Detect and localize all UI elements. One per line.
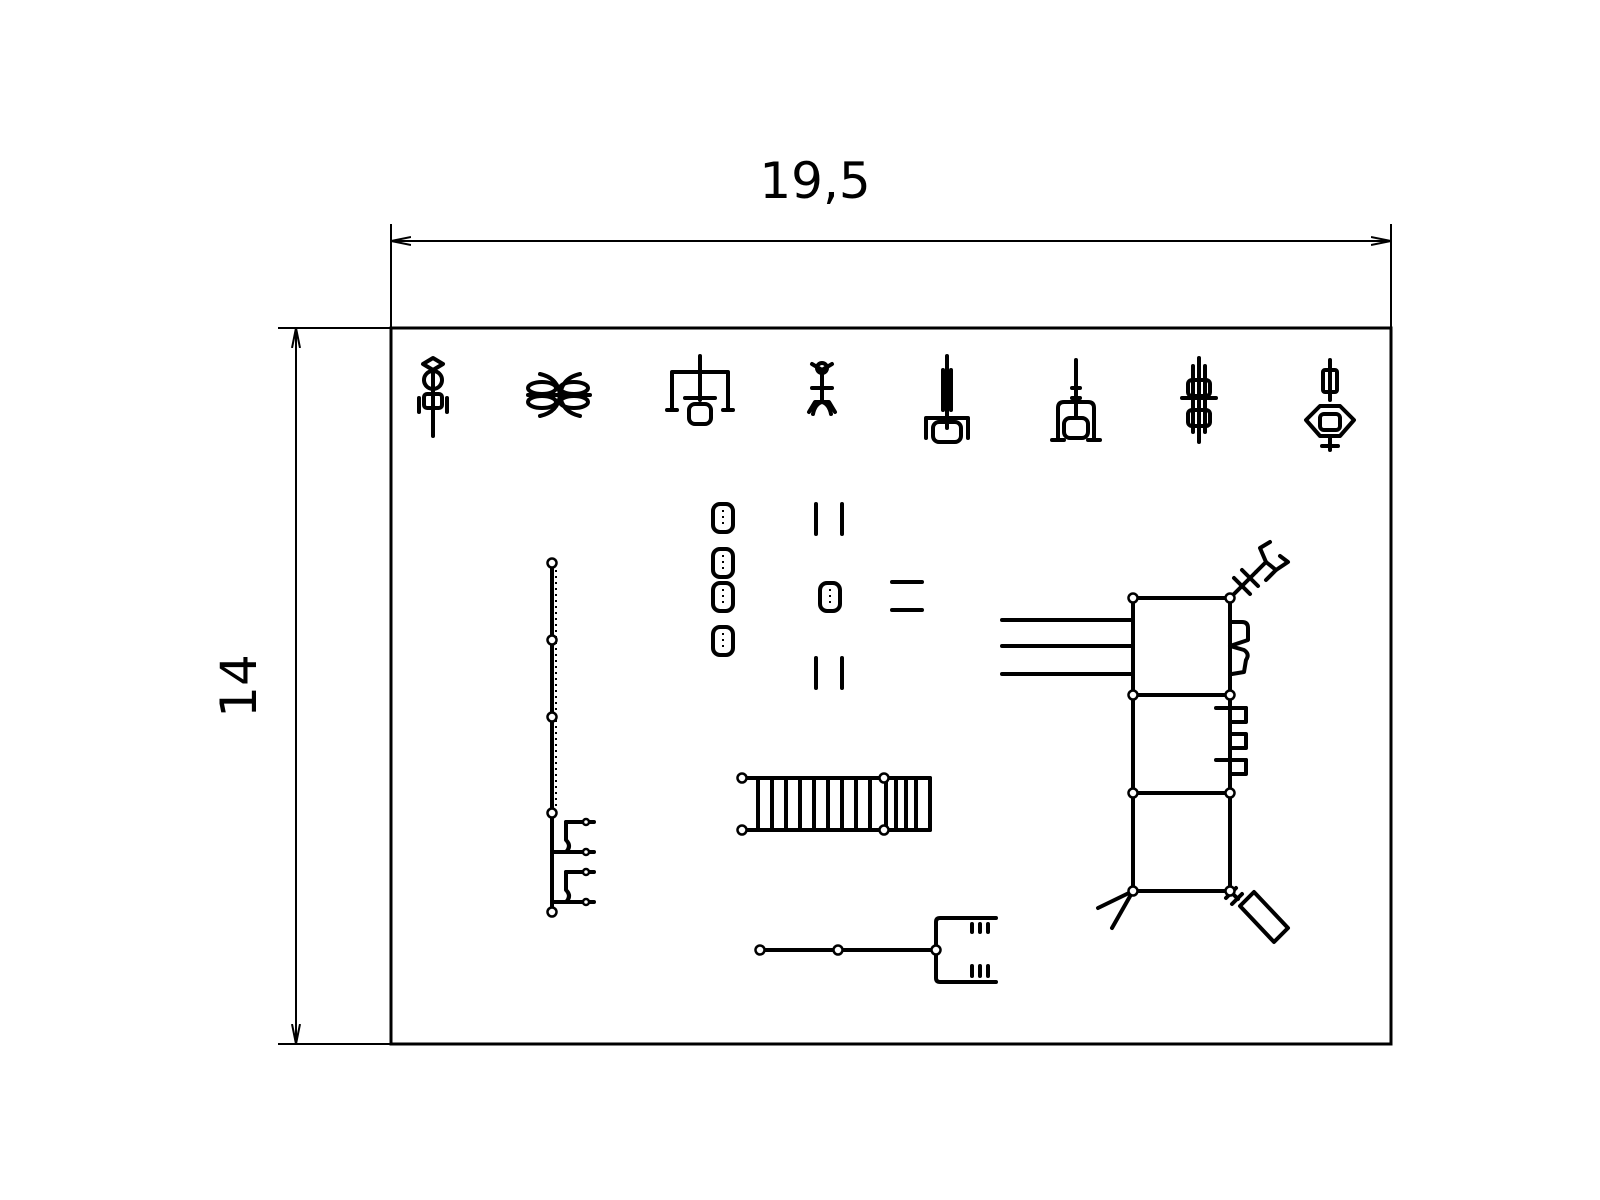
- chain-node: [546, 906, 558, 918]
- play-structure: [1000, 540, 1290, 944]
- equipment-7: [1180, 356, 1218, 444]
- post-pairs: [814, 502, 924, 690]
- equipment-4: [807, 361, 837, 416]
- horizontal-chain-path: [754, 916, 998, 984]
- stepping-stone-dots: [722, 510, 831, 650]
- equipment-1: [417, 356, 449, 438]
- stepping-stones: [711, 502, 842, 657]
- equipment-2: [526, 372, 592, 418]
- chain-node: [546, 557, 558, 569]
- chain-node: [546, 711, 558, 723]
- height-dimension: 14: [210, 327, 391, 1045]
- equipment-3: [665, 354, 735, 426]
- vertical-chain-path: [546, 557, 596, 918]
- chain-node: [546, 807, 558, 819]
- equipment-5: [924, 354, 970, 444]
- chain-node: [546, 634, 558, 646]
- equipment-8: [1304, 358, 1356, 452]
- site-boundary: [389, 326, 1393, 1046]
- width-dimension-label: 19,5: [759, 152, 870, 210]
- width-dimension: 19,5: [390, 152, 1392, 328]
- horizontal-ladder: [736, 772, 932, 836]
- height-dimension-label: 14: [210, 654, 268, 718]
- equipment-6: [1050, 358, 1102, 442]
